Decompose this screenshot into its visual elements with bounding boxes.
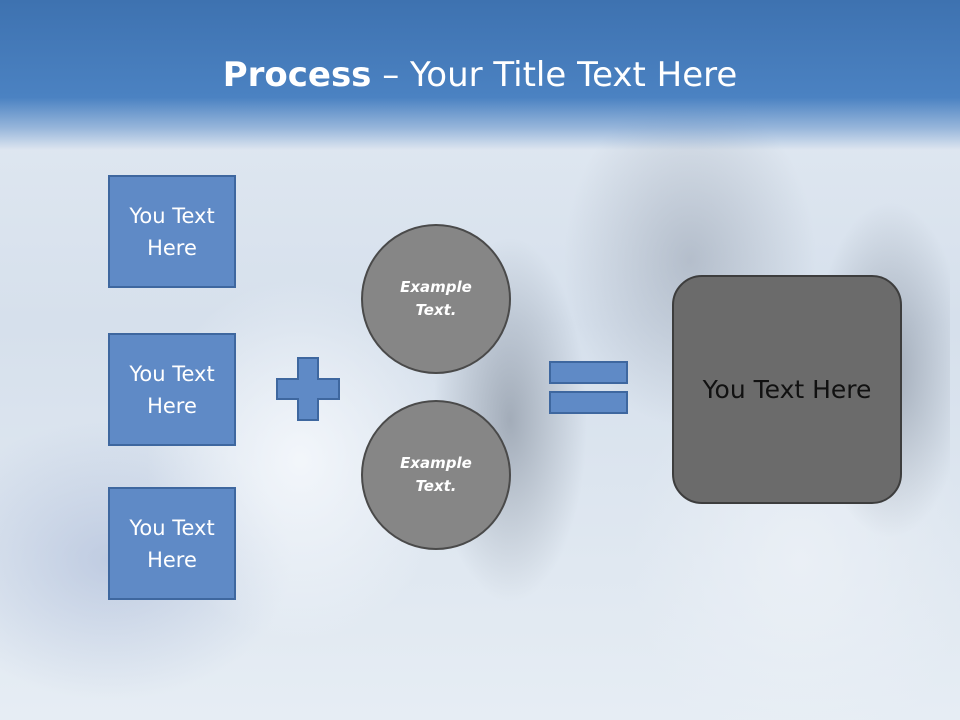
result-box[interactable]: You Text Here bbox=[672, 275, 902, 504]
text-box-2[interactable]: You Text Here bbox=[108, 333, 236, 446]
text-box-3-line1: You Text bbox=[129, 515, 215, 540]
example-circle-2-line1: Example bbox=[400, 454, 472, 472]
example-circle-1-line2: Text. bbox=[415, 301, 457, 319]
text-box-1[interactable]: You Text Here bbox=[108, 175, 236, 288]
text-box-3-line2: Here bbox=[147, 547, 197, 572]
example-circle-2[interactable]: Example Text. bbox=[361, 400, 511, 550]
title-rest: – Your Title Text Here bbox=[371, 55, 738, 95]
title-bar: Process – Your Title Text Here bbox=[0, 0, 960, 150]
text-box-1-line1: You Text bbox=[129, 203, 215, 228]
example-circle-1-line1: Example bbox=[400, 278, 472, 296]
title-bold: Process bbox=[222, 55, 372, 95]
plus-icon bbox=[276, 357, 340, 421]
text-box-2-line2: Here bbox=[147, 393, 197, 418]
text-box-2-line1: You Text bbox=[129, 361, 215, 386]
equals-icon bbox=[549, 361, 628, 414]
slide-title[interactable]: Process – Your Title Text Here bbox=[0, 50, 960, 100]
text-box-3[interactable]: You Text Here bbox=[108, 487, 236, 600]
example-circle-2-line2: Text. bbox=[415, 477, 457, 495]
result-box-label: You Text Here bbox=[702, 375, 872, 404]
example-circle-1[interactable]: Example Text. bbox=[361, 224, 511, 374]
text-box-1-line2: Here bbox=[147, 235, 197, 260]
